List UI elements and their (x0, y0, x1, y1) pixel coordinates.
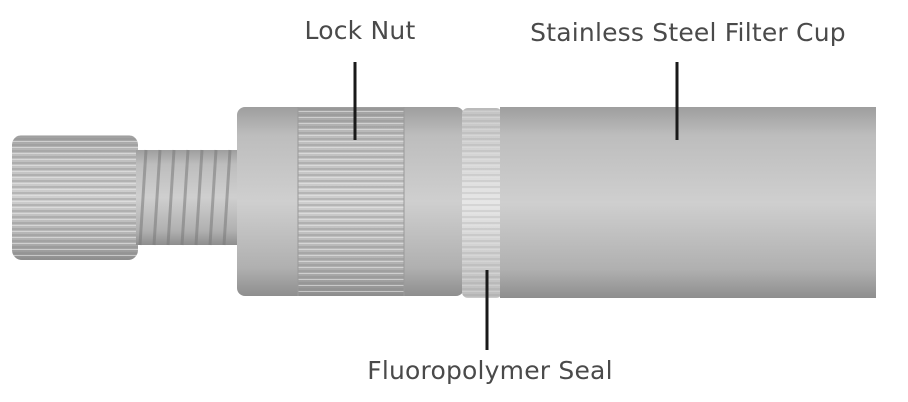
seal-label: Fluoropolymer Seal (367, 356, 613, 385)
threaded-shaft (136, 149, 240, 246)
knurled-cap (12, 135, 138, 260)
lock-nut (237, 107, 464, 296)
filter-cup-label: Stainless Steel Filter Cup (530, 18, 846, 47)
filter-cup (500, 107, 876, 298)
lock-nut-label: Lock Nut (304, 16, 416, 45)
fluoropolymer-seal (462, 108, 502, 298)
